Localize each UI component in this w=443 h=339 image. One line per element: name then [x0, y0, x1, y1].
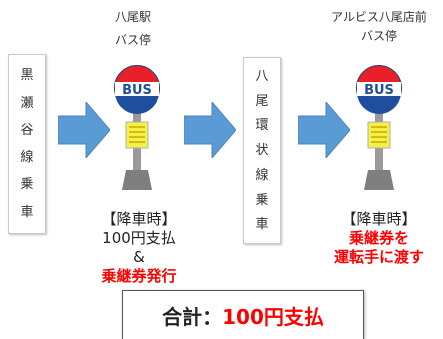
route-char: 八	[255, 68, 269, 84]
stop-type: バス停	[114, 33, 151, 48]
stop-type: バス停	[360, 29, 397, 44]
stop-name: 八尾駅	[114, 10, 151, 24]
note-ticket-issue: 乗継券発行	[101, 267, 177, 285]
route-char: 黒	[20, 68, 34, 84]
route-label-yao-loop: 八 尾 環 状 線 乗 車	[244, 58, 280, 243]
stop-label-arubisu: アルビス八尾店前 バス停	[322, 8, 436, 46]
total-label: 合計：	[162, 304, 223, 329]
total-amount: 100円支払	[222, 304, 324, 329]
right-arrow-icon	[298, 102, 350, 158]
right-arrow-icon	[58, 102, 110, 158]
total-box: 合計： 100円支払	[122, 290, 364, 339]
bus-stop-icon: BUS	[356, 65, 402, 190]
route-char: 環	[255, 118, 269, 134]
stop-name: アルビス八尾店前	[331, 10, 427, 24]
route-char: 乗	[20, 177, 34, 193]
note-and: &	[133, 248, 145, 266]
note-heading: 【降車時】	[341, 210, 417, 228]
right-arrow-icon	[184, 102, 236, 158]
route-char: 車	[20, 204, 34, 220]
route-char: 線	[255, 167, 269, 183]
note-heading: 【降車時】	[101, 210, 177, 228]
note-ticket-hand: 乗継券を	[348, 229, 409, 247]
route-char: 谷	[20, 122, 34, 138]
route-box-yao-loop: 八 尾 環 状 線 乗 車	[243, 57, 281, 244]
route-char: 車	[255, 217, 269, 233]
route-char: 瀬	[20, 95, 34, 111]
route-char: 状	[255, 143, 269, 158]
bus-sign-text: BUS	[364, 83, 394, 98]
route-char: 線	[20, 150, 34, 166]
note-alight-arubisu: 【降車時】 乗継券を 運転手に渡す	[317, 210, 441, 267]
note-ticket-hand-driver: 運転手に渡す	[333, 248, 424, 266]
note-alight-yao-station: 【降車時】 100円支払 & 乗継券発行	[80, 210, 198, 286]
route-char: 尾	[255, 93, 269, 109]
bus-sign-text: BUS	[122, 83, 152, 98]
route-char: 乗	[255, 192, 269, 208]
note-payment: 100円支払	[102, 229, 176, 247]
stop-label-yao-station: 八尾駅 バス停	[98, 8, 168, 50]
route-box-kurose: 黒 瀬 谷 線 乗 車	[8, 54, 46, 234]
bus-stop-icon: BUS	[114, 65, 160, 190]
route-label-kurose: 黒 瀬 谷 線 乗 車	[9, 55, 45, 233]
